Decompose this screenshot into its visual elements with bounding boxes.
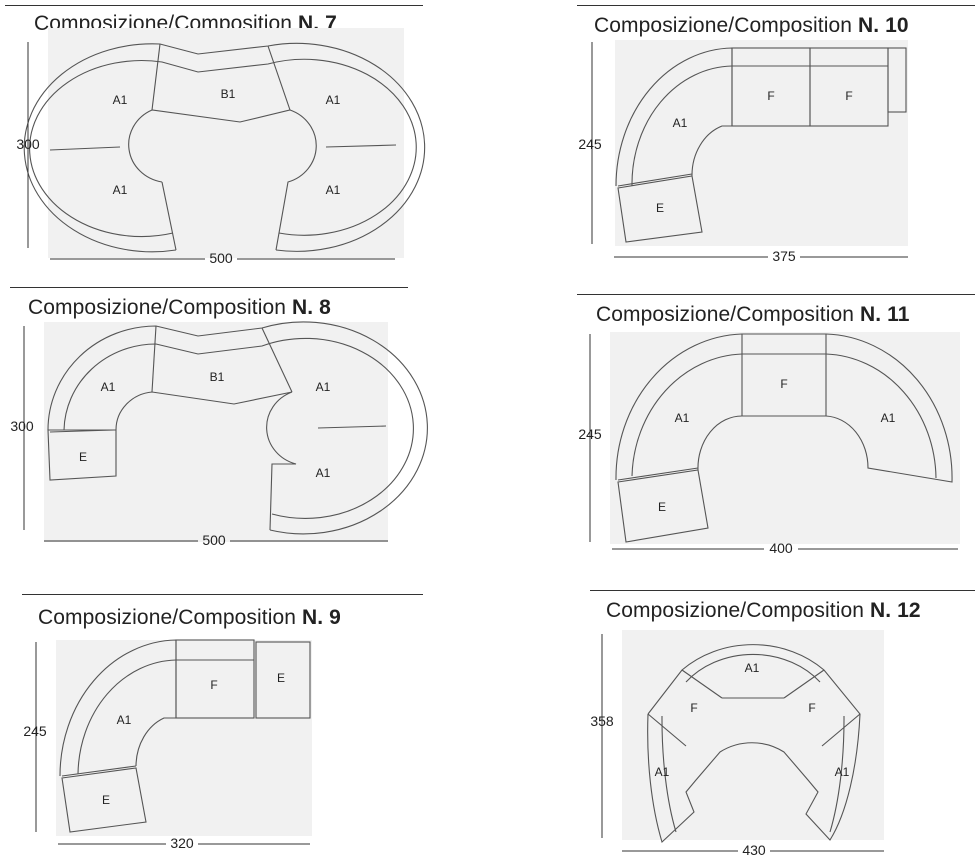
height-dimension: 245 — [578, 426, 602, 442]
module-label: E — [79, 450, 87, 464]
module-label: F — [690, 701, 697, 715]
module-label: A1 — [326, 93, 341, 107]
module-label: E — [656, 201, 664, 215]
width-dimension: 400 — [769, 540, 793, 556]
module-label: A1 — [881, 411, 896, 425]
composition-7: Composizione/Composition N. 7 A1 B1 A1 A… — [0, 0, 488, 280]
composition-10: Composizione/Composition N. 10 A1 F F E … — [560, 0, 977, 280]
module-label: A1 — [675, 411, 690, 425]
title-rule — [5, 5, 423, 6]
title-prefix: Composizione/Composition — [606, 599, 865, 622]
sofa-plan: F A1 A1 E 245 400 — [578, 332, 960, 556]
outer-back — [47, 321, 428, 535]
module-label: A1 — [673, 116, 688, 130]
module-label: F — [780, 377, 787, 391]
title-prefix: Composizione/Composition — [594, 14, 853, 37]
title-number: N. 10 — [857, 14, 909, 37]
module-label: E — [102, 793, 110, 807]
height-dimension: 300 — [10, 418, 34, 434]
module-label: F — [808, 701, 815, 715]
module-label: A1 — [745, 661, 760, 675]
title-rule — [577, 5, 975, 6]
height-dimension: 245 — [578, 136, 602, 152]
module-label: A1 — [101, 380, 116, 394]
module-label: A1 — [113, 93, 128, 107]
title-number: N. 9 — [301, 606, 341, 629]
title-number: N. 12 — [869, 599, 921, 622]
seat-edge — [128, 109, 317, 251]
module-label: B1 — [221, 87, 236, 101]
composition-title: Composizione/Composition N. 11 — [596, 303, 910, 327]
title-prefix: Composizione/Composition — [38, 606, 297, 629]
width-dimension: 320 — [170, 835, 194, 851]
width-dimension: 500 — [209, 250, 233, 266]
sofa-plan: A1 F E E 245 320 — [23, 639, 312, 851]
title-prefix: Composizione/Composition — [28, 296, 287, 319]
module-label: F — [210, 678, 217, 692]
title-prefix: Composizione/Composition — [596, 303, 855, 326]
composition-title: Composizione/Composition N. 8 — [28, 296, 331, 320]
sofa-plan: A1 F F E 245 375 — [578, 40, 908, 264]
title-number: N. 11 — [859, 303, 910, 326]
module-label: A1 — [316, 466, 331, 480]
module-label: A1 — [113, 183, 128, 197]
module-label: A1 — [835, 765, 850, 779]
width-dimension: 430 — [742, 842, 766, 858]
title-rule — [590, 590, 975, 591]
composition-title: Composizione/Composition N. 9 — [38, 606, 341, 630]
module-label: F — [845, 89, 852, 103]
module-label: A1 — [655, 765, 670, 779]
height-dimension: 358 — [590, 713, 614, 729]
sofa-plan: A1 B1 A1 E A1 300 500 — [10, 321, 428, 548]
module-label: F — [767, 89, 774, 103]
title-rule — [577, 294, 975, 295]
height-dimension: 245 — [23, 723, 47, 739]
outer-back — [647, 644, 861, 844]
sofa-plan: A1 F F A1 A1 358 430 — [590, 630, 884, 858]
composition-9: Composizione/Composition N. 9 A1 F E E 2… — [0, 580, 488, 859]
corner-module — [59, 639, 177, 777]
corner-module — [615, 47, 733, 187]
sofa-plan: A1 B1 A1 A1 A1 300 500 — [16, 28, 426, 266]
width-dimension: 500 — [202, 532, 226, 548]
module-label: E — [658, 500, 666, 514]
composition-8: Composizione/Composition N. 8 A1 B1 A1 E… — [0, 280, 488, 570]
title-rule — [22, 594, 423, 595]
composition-title: Composizione/Composition N. 12 — [606, 599, 921, 623]
module-label: A1 — [316, 380, 331, 394]
module-label: A1 — [326, 183, 341, 197]
module-label: E — [277, 671, 285, 685]
title-number: N. 8 — [291, 296, 331, 319]
title-rule — [10, 287, 408, 288]
width-dimension: 375 — [772, 248, 796, 264]
module-label: B1 — [210, 370, 225, 384]
composition-title: Composizione/Composition N. 10 — [594, 14, 909, 38]
composition-11: Composizione/Composition N. 11 F A1 A1 E… — [560, 280, 977, 570]
module-label: A1 — [117, 713, 132, 727]
composition-12: Composizione/Composition N. 12 A1 F F A1… — [560, 580, 977, 859]
inner-back — [29, 58, 417, 238]
outer-back — [23, 42, 426, 253]
height-dimension: 300 — [16, 136, 40, 152]
outer-back — [615, 333, 953, 483]
